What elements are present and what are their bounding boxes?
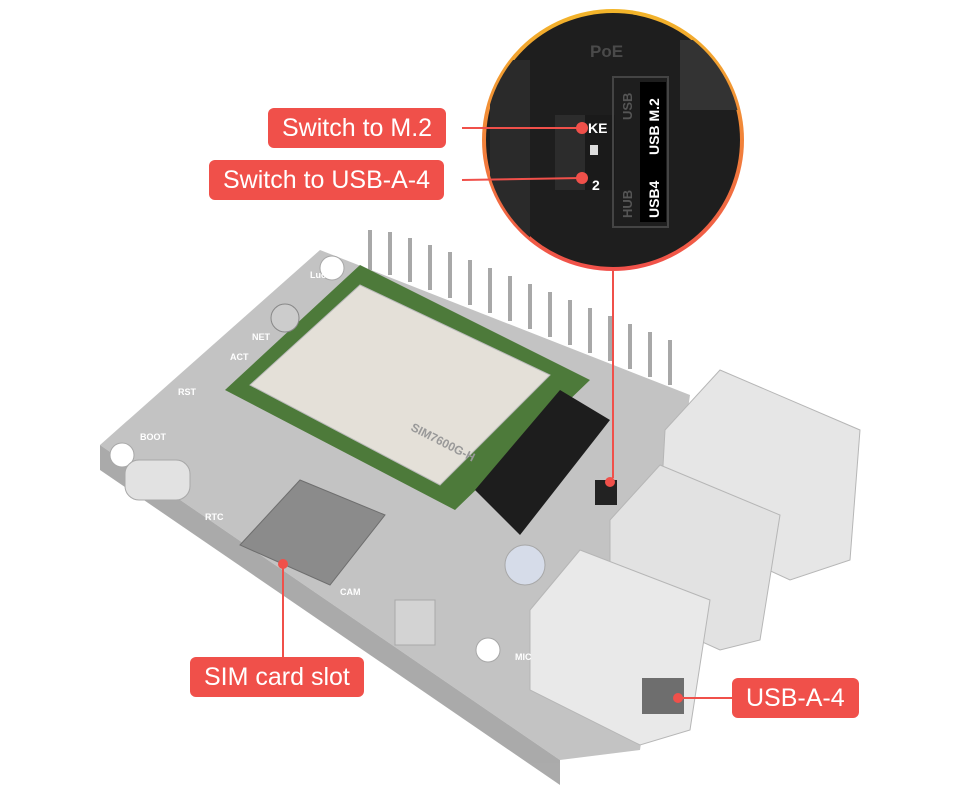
inset-usb: USB [620,93,635,120]
silk-act: ACT [230,352,249,362]
m2-module: SIM7600G-H [225,265,617,535]
silk-net: NET [252,332,271,342]
inset-poe: PoE [590,42,623,61]
inset-switch-top: KE [588,120,607,136]
callout-switch-to-usb-a-4: Switch to USB-A-4 [209,160,445,200]
inset-usb-m2: USB M.2 [646,98,662,155]
inset-usb4: USB4 [646,180,662,218]
callout-usb-a-4: USB-A-4 [732,678,859,718]
silk-brand: Luck [310,270,332,280]
silk-rst: RST [178,387,197,397]
switch-zoom-inset: PoE USB HUB USB M.2 USB4 KE 2 [482,9,744,271]
callout-switch-to-m2: Switch to M.2 [268,108,447,148]
inset-hub: HUB [620,190,635,218]
inset-switch-bottom: 2 [592,177,600,193]
callout-sim-card-slot: SIM card slot [190,657,364,697]
silk-cam: CAM [340,587,361,597]
silk-boot: BOOT [140,432,167,442]
silk-mic: MIC [515,652,532,662]
leader-lines [278,122,732,703]
silk-rtc: RTC [205,512,224,522]
